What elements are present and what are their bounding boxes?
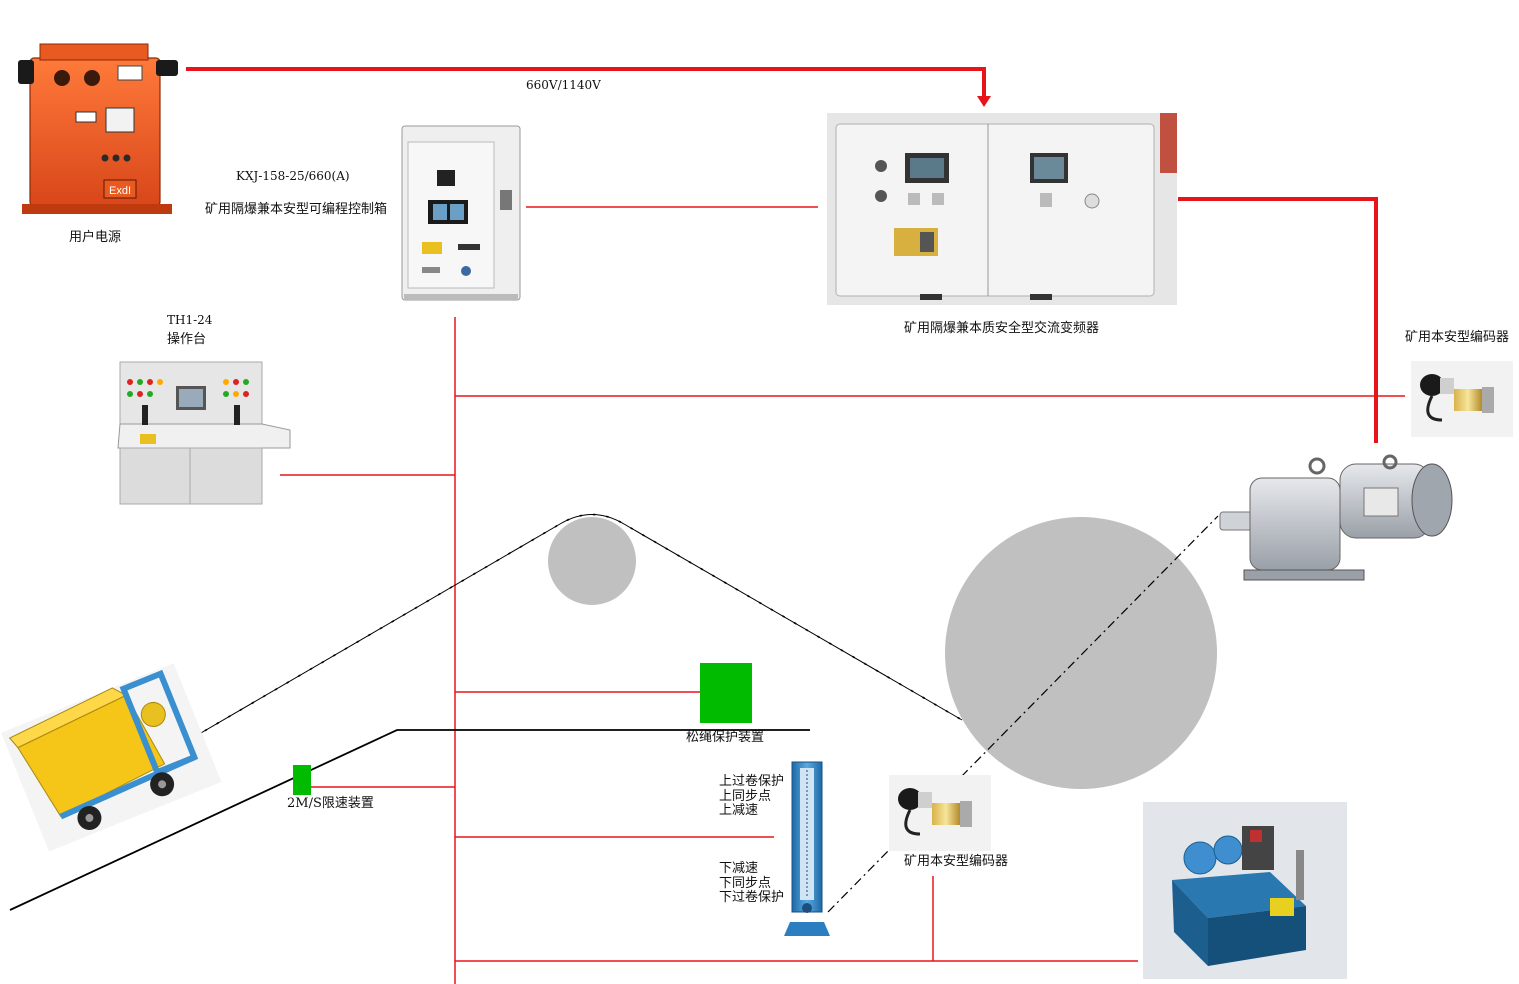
speed-limit-label: 2M/S限速装置 — [287, 796, 374, 811]
depth-upper-decel: 上减速 — [719, 803, 759, 818]
encoder-top-label: 矿用本安型编码器 — [1405, 330, 1510, 345]
wiring — [186, 67, 1405, 984]
power-line-arrow — [977, 96, 991, 107]
console-name-label: 操作台 — [167, 332, 207, 347]
power-line-motor — [1178, 197, 1378, 443]
operation-console — [117, 361, 291, 505]
hoist-drum — [945, 517, 1217, 789]
motor-gearbox — [1219, 454, 1453, 581]
depth-upper-sync: 上同步点 — [719, 789, 772, 804]
hoist-rope — [181, 513, 963, 745]
user-power-label: 用户电源 — [69, 230, 122, 245]
encoder-bottom-label: 矿用本安型编码器 — [904, 854, 1009, 869]
slack-rope-sensor — [700, 663, 752, 723]
head-sheave — [548, 517, 636, 605]
mine-tub — [1, 663, 222, 852]
depth-indicator — [784, 761, 830, 936]
exd-mark: ExdI — [109, 185, 131, 197]
plc-model-label: KXJ-158-25/660(A) — [236, 169, 350, 183]
hydraulic-station — [1143, 802, 1347, 979]
depth-lower-sync: 下同步点 — [719, 876, 772, 891]
plc-cabinet — [401, 125, 521, 301]
encoder-top-photo — [1411, 361, 1513, 437]
incline-track — [9, 729, 810, 911]
slack-rope-label: 松绳保护装置 — [686, 730, 765, 745]
depth-upper-protection: 上过卷保护 — [719, 774, 785, 789]
encoder-coupling-line — [827, 515, 1219, 913]
power-line-main — [186, 67, 986, 100]
plc-name-label: 矿用隔爆兼本安型可编程控制箱 — [205, 202, 388, 217]
inverter-name-label: 矿用隔爆兼本质安全型交流变频器 — [904, 321, 1100, 336]
speed-limit-sensor — [293, 765, 311, 795]
user-power-box: ExdI — [12, 40, 178, 222]
depth-lower-protection: 下过卷保护 — [719, 890, 785, 905]
inverter-cabinet — [827, 113, 1177, 305]
encoder-bottom-photo — [889, 775, 991, 851]
depth-lower-decel: 下减速 — [719, 861, 759, 876]
power-voltage-label: 660V/1140V — [526, 78, 601, 92]
console-model-label: TH1-24 — [167, 313, 213, 327]
